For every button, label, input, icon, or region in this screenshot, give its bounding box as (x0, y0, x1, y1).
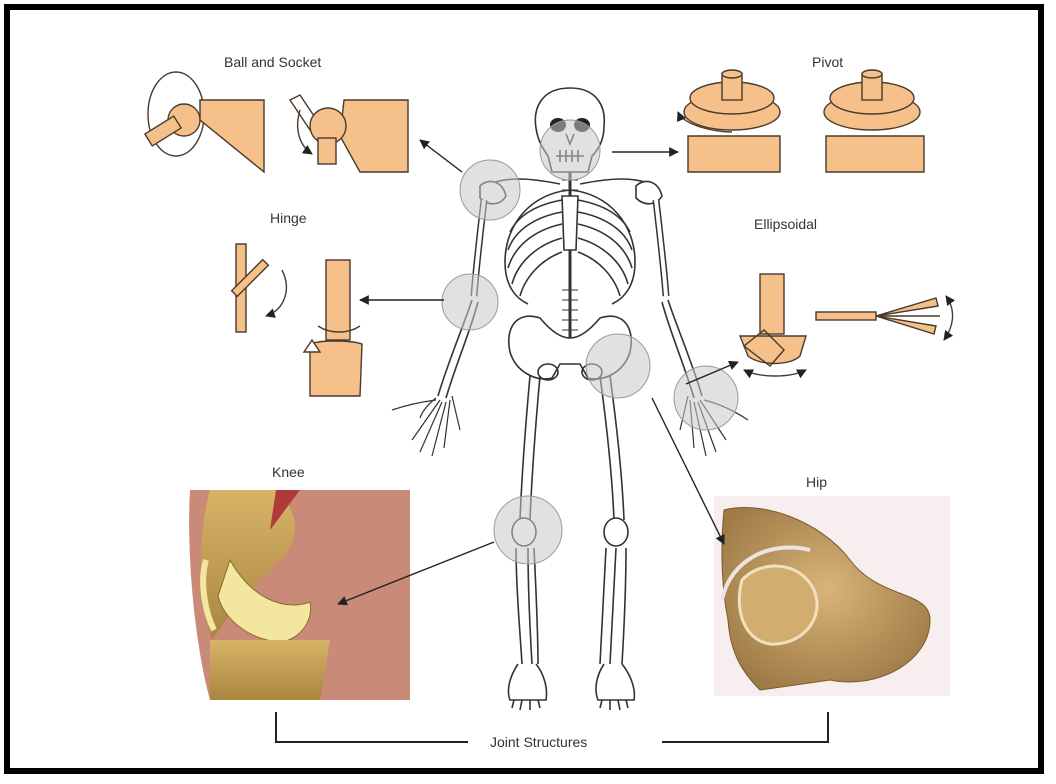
highlight-knee (494, 496, 562, 564)
highlight-neck (540, 120, 600, 180)
label-joint-structures: Joint Structures (490, 734, 587, 750)
label-ball-and-socket: Ball and Socket (224, 54, 321, 70)
foot-right (596, 664, 634, 710)
label-pivot: Pivot (812, 54, 843, 70)
label-ellipsoidal: Ellipsoidal (754, 216, 817, 232)
knee-illustration (189, 490, 410, 700)
ball-and-socket-illustration (145, 72, 408, 172)
hinge-illustration (232, 244, 362, 396)
arrow-to-ball-and-socket (420, 140, 462, 172)
label-knee: Knee (272, 464, 305, 480)
label-hinge: Hinge (270, 210, 307, 226)
pivot-illustration (678, 70, 924, 172)
ellipsoidal-illustration (740, 274, 953, 376)
tibia-left (516, 548, 538, 664)
highlight-shoulder (460, 160, 520, 220)
label-hip: Hip (806, 474, 827, 490)
highlight-elbow (442, 274, 498, 330)
hand-left (392, 396, 460, 456)
highlight-hip (586, 334, 650, 398)
tibia-right (600, 548, 626, 664)
foot-left (508, 664, 546, 710)
hip-illustration (714, 496, 950, 696)
